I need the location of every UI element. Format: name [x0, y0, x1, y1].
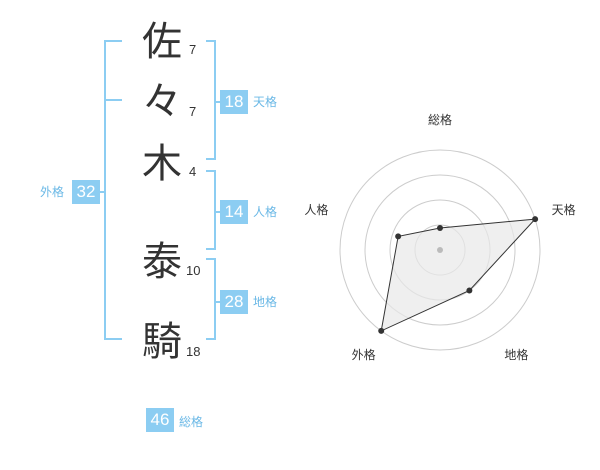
chikaku-badge: 28	[220, 290, 248, 314]
name-char-1: 佐	[142, 19, 182, 65]
tenkaku-bracket-stub	[214, 101, 222, 103]
gaikaku-badge: 32	[72, 180, 100, 204]
soukaku-label: 総格	[179, 415, 204, 429]
tenkaku-bracket-vertical	[214, 40, 216, 160]
chikaku-bracket-vertical	[214, 258, 216, 340]
jinkaku-bracket-top	[206, 170, 216, 172]
gaikaku-bracket-bottom	[104, 338, 122, 340]
stroke-count-3: 4	[189, 164, 197, 179]
radar-axis-label-1: 総格	[428, 112, 452, 127]
name-char-4: 泰	[142, 239, 182, 285]
gaikaku-label: 外格	[40, 185, 65, 199]
chikaku-bracket-bottom	[206, 338, 216, 340]
radar-point-5	[395, 233, 402, 240]
chikaku-label: 地格	[253, 295, 278, 309]
radar-point-4	[378, 327, 385, 334]
name-char-5: 騎	[142, 319, 182, 365]
name-char-2: 々	[142, 79, 182, 125]
radar-axis-label-3: 地格	[504, 347, 528, 362]
radar-ring-3	[364, 174, 516, 326]
jinkaku-label: 人格	[253, 205, 278, 219]
stroke-count-5: 18	[186, 344, 201, 359]
chikaku-bracket-stub	[214, 301, 222, 303]
jinkaku-bracket-bottom	[206, 248, 216, 250]
stroke-count-2: 7	[189, 104, 197, 119]
radar-point-2	[532, 216, 539, 223]
chikaku-bracket-top	[206, 258, 216, 260]
gaikaku-bracket-stub	[98, 191, 106, 193]
tenkaku-label: 天格	[253, 95, 278, 109]
radar-axis-label-2: 天格	[552, 202, 576, 217]
radar-axis-label-4: 外格	[352, 347, 376, 362]
radar-point-3	[466, 287, 473, 294]
gaikaku-bracket-tick	[104, 99, 122, 101]
radar-area	[380, 218, 537, 332]
gaikaku-bracket-vertical	[104, 40, 106, 340]
stroke-count-4: 10	[186, 263, 201, 278]
jinkaku-bracket-vertical	[214, 170, 216, 250]
tenkaku-bracket-bottom	[206, 158, 216, 160]
radar-ring-4	[339, 149, 541, 351]
jinkaku-bracket-stub	[214, 211, 222, 213]
gaikaku-bracket-top	[104, 40, 122, 42]
soukaku-badge: 46	[146, 408, 174, 432]
tenkaku-bracket-top	[206, 40, 216, 42]
radar-axis-label-5: 人格	[304, 202, 328, 217]
tenkaku-badge: 18	[220, 90, 248, 114]
name-char-3: 木	[142, 141, 182, 187]
jinkaku-badge: 14	[220, 200, 248, 224]
radar-center-dot	[437, 247, 443, 253]
stroke-count-1: 7	[189, 42, 197, 57]
radar-point-1	[437, 225, 443, 231]
